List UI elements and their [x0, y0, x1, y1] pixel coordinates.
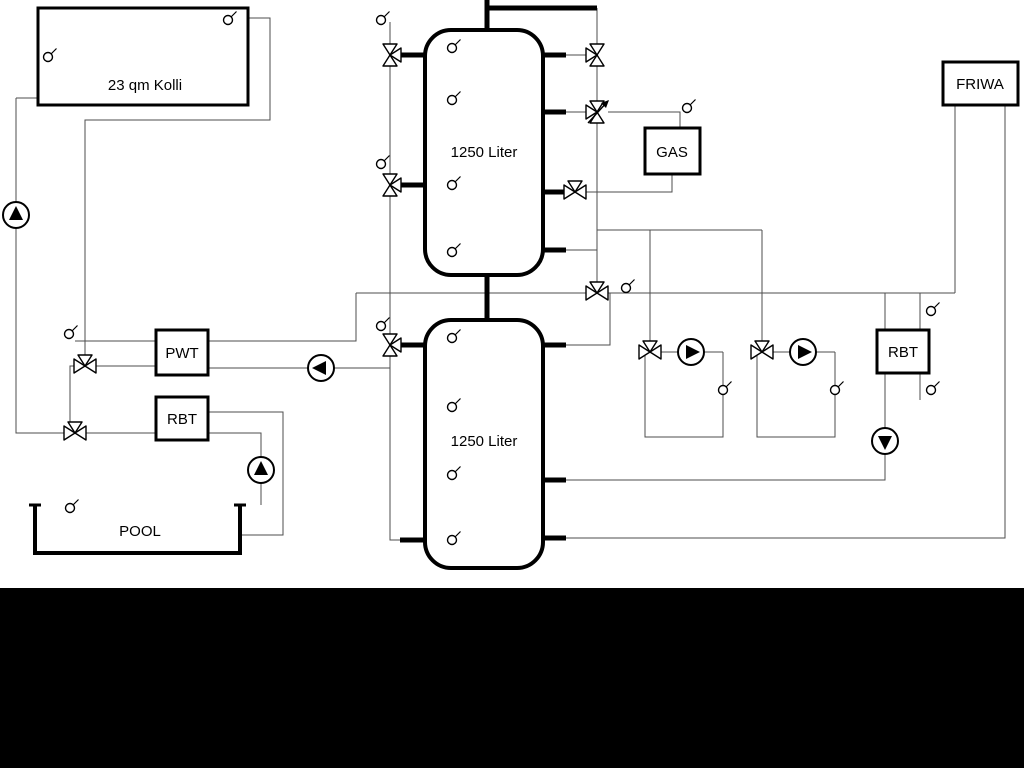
pipe-circuit1-loop — [644, 352, 724, 438]
pipe-valveA-to-valveB — [69, 365, 75, 425]
temperature-sensor — [925, 380, 941, 396]
upper-tank-label: 1250 Liter — [451, 144, 518, 161]
pipe-friwa-2 — [566, 105, 1006, 539]
pipe-pool-flow — [208, 411, 284, 536]
valve-upper-tank-top-left — [382, 43, 402, 67]
gas-boiler — [643, 126, 702, 176]
valve-lower-tank-left — [382, 333, 402, 357]
heating-circuit-2-pump — [789, 338, 817, 366]
right-rbt-label: RBT — [888, 344, 918, 361]
right-rbt-heat-exchanger — [875, 328, 931, 375]
valve-upper-tank-mid-left — [382, 173, 402, 197]
pwt-heat-exchanger — [154, 328, 210, 377]
valve-pool-three-way — [63, 421, 87, 441]
upper-buffer-tank — [423, 28, 545, 277]
pool-label: POOL — [119, 523, 161, 540]
pipe-circuit2-loop — [756, 352, 836, 438]
pipe-gas-flow — [608, 111, 681, 128]
pwt-charge-pump — [307, 354, 335, 382]
collector-label: 23 qm Kolli — [108, 77, 182, 94]
pipe-lower-tank-345 — [566, 293, 611, 346]
pipe-rbt-right-bottom — [566, 373, 886, 481]
solar-collector — [36, 6, 250, 107]
heating-circuit-1-pump — [677, 338, 705, 366]
valve-upper-tank-top-right — [585, 43, 605, 67]
valve-distribution-three-way — [585, 281, 609, 301]
pipe-gas-return — [586, 174, 673, 193]
pool-rbt-label: RBT — [167, 411, 197, 428]
valve-heating-circuit-1-mixing — [638, 340, 662, 360]
lower-buffer-tank — [423, 318, 545, 570]
pipe-solar-flow — [84, 17, 271, 355]
pipe-solar-return — [15, 98, 64, 434]
pipe-pwt-top-right — [208, 293, 357, 342]
letterbox-bottom — [0, 588, 1024, 768]
pool-rbt-heat-exchanger — [154, 395, 210, 442]
temperature-sensor — [64, 498, 80, 514]
valve-solar-pwt-three-way — [73, 354, 97, 374]
temperature-sensor — [925, 301, 941, 317]
temperature-sensor — [681, 98, 697, 114]
friwa-label: FRIWA — [956, 76, 1004, 93]
temperature-sensor — [63, 324, 79, 340]
temperature-sensor — [375, 316, 391, 332]
gas-label: GAS — [656, 144, 688, 161]
valve-gas-regulating — [585, 100, 609, 124]
temperature-sensor — [375, 10, 391, 26]
lower-tank-label: 1250 Liter — [451, 433, 518, 450]
valve-gas-return — [563, 180, 587, 200]
pool-pump — [247, 456, 275, 484]
pool-basin — [29, 503, 246, 555]
friwa-station — [941, 60, 1020, 107]
main-headers — [400, 0, 597, 543]
temperature-sensor — [829, 380, 845, 396]
temperature-sensor — [717, 380, 733, 396]
pwt-label: PWT — [165, 345, 198, 362]
valve-heating-circuit-2-mixing — [750, 340, 774, 360]
rbt-circuit-pump — [871, 427, 899, 455]
temperature-sensor — [375, 154, 391, 170]
pipe-left-valve-column — [389, 22, 405, 541]
solar-pump — [2, 201, 30, 229]
temperature-sensor — [620, 278, 636, 294]
